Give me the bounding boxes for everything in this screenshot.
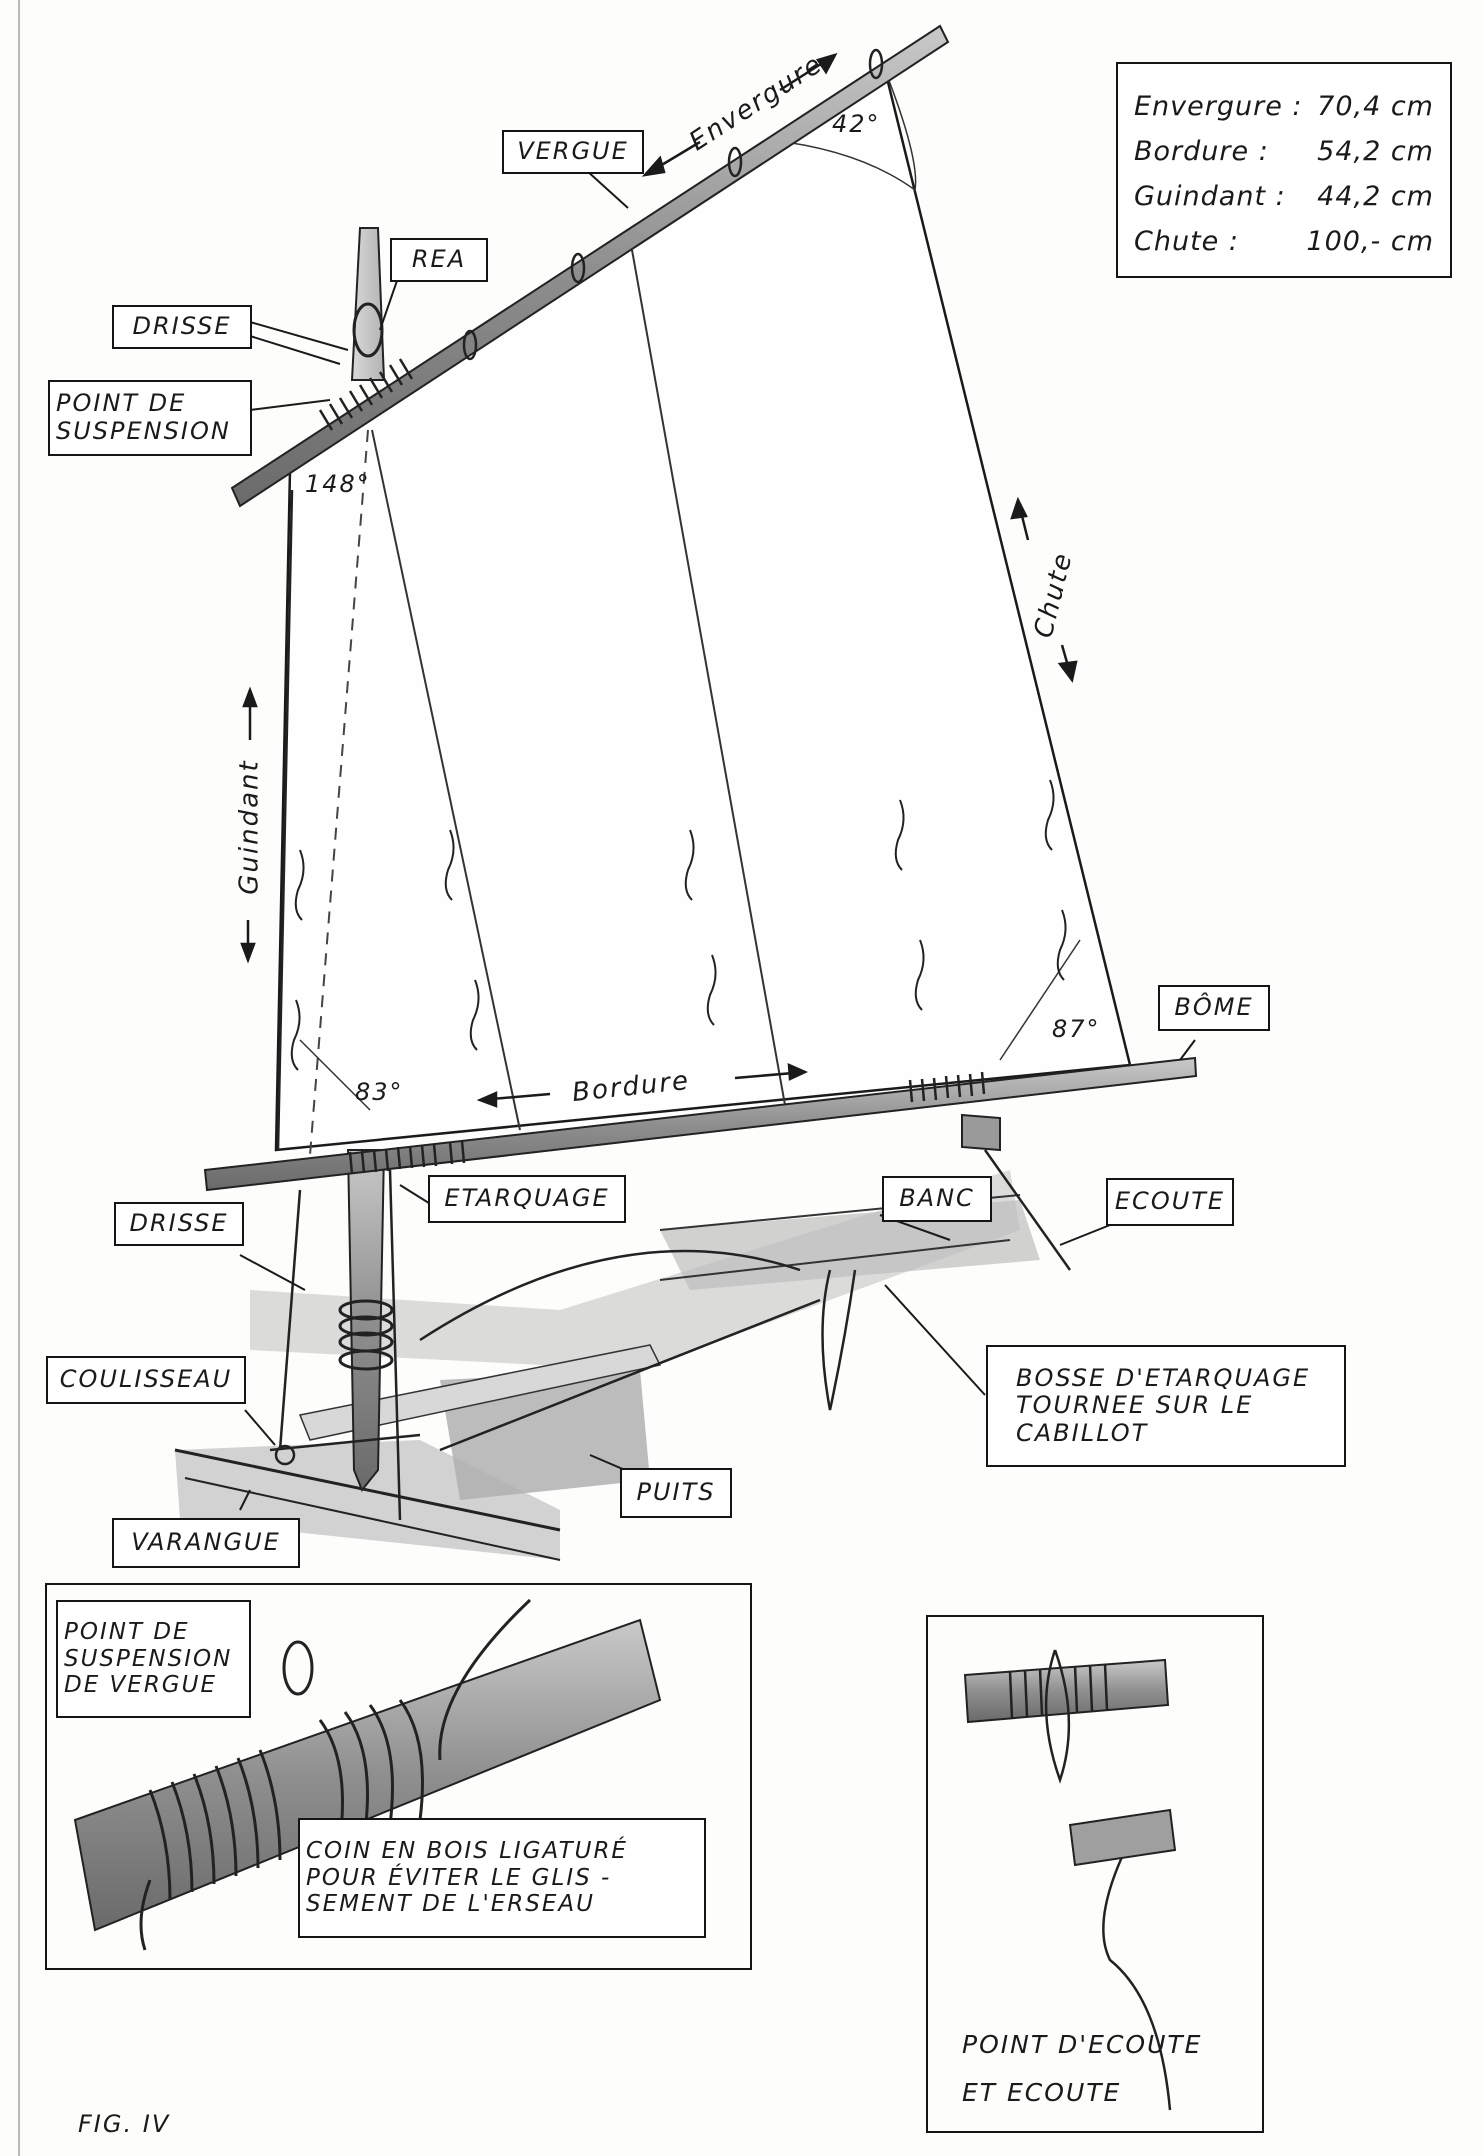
caption-point-ecoute: POINT D'ECOUTE: [962, 2030, 1203, 2059]
label-line: SUSPENSION: [64, 1645, 233, 1672]
angle-clew: 87°: [1052, 1015, 1101, 1043]
label-line: CABILLOT: [1016, 1418, 1149, 1447]
label-drisse-bottom: DRISSE: [114, 1202, 244, 1246]
inset-left-drawing: [73, 1598, 662, 1951]
spec-label: Envergure :: [1134, 91, 1303, 122]
label-line: POINT DE: [64, 1619, 190, 1646]
label-inset-coin-bois: COIN EN BOIS LIGATURÉ POUR ÉVITER LE GLI…: [298, 1818, 706, 1938]
label-line: TOURNEE SUR LE: [1016, 1391, 1254, 1420]
spec-box: Envergure : 70,4 cm Bordure : 54,2 cm Gu…: [1116, 62, 1452, 278]
label-line: SUSPENSION: [56, 417, 231, 445]
spec-label: Bordure :: [1134, 136, 1269, 167]
label-puits: PUITS: [620, 1468, 732, 1518]
spec-label: Guindant :: [1134, 181, 1286, 212]
label-line: SEMENT DE L'ERSEAU: [306, 1891, 595, 1918]
hull-structure: [174, 1170, 1040, 1561]
dimension-arrows: [240, 52, 1078, 1108]
label-line: BOSSE D'ETARQUAGE: [1016, 1363, 1311, 1392]
angle-tack: 83°: [355, 1078, 404, 1106]
yard-spar: [230, 24, 950, 508]
dim-guindant: Guindant: [234, 759, 265, 895]
label-etarquage: ETARQUAGE: [428, 1175, 626, 1223]
label-line: DE VERGUE: [64, 1672, 217, 1699]
spec-label: Chute :: [1134, 226, 1239, 257]
label-bome: BÔME: [1158, 985, 1270, 1031]
spec-value: 100,- cm: [1306, 226, 1434, 257]
inset-panel-yard-suspension: [45, 1583, 752, 1970]
boom-spar: [203, 1056, 1198, 1271]
label-varangue: VARANGUE: [112, 1518, 300, 1568]
spec-value: 44,2 cm: [1317, 181, 1434, 212]
label-vergue: VERGUE: [502, 130, 644, 174]
spec-value: 70,4 cm: [1317, 91, 1434, 122]
spec-row-chute: Chute : 100,- cm: [1134, 219, 1434, 264]
caption-et-ecoute: ET ECOUTE: [962, 2078, 1122, 2107]
label-line: COIN EN BOIS LIGATURÉ: [306, 1838, 628, 1865]
spec-value: 54,2 cm: [1317, 136, 1434, 167]
label-bosse-etarquage: BOSSE D'ETARQUAGE TOURNEE SUR LE CABILLO…: [986, 1345, 1346, 1467]
page-margin-line: [18, 0, 20, 2156]
label-ecoute: ECOUTE: [1106, 1178, 1234, 1226]
rigging-lines: [269, 489, 857, 1521]
inset-right-drawing: [963, 1649, 1177, 2111]
label-line: POINT DE: [56, 389, 187, 418]
label-coulisseau: COULISSEAU: [46, 1356, 246, 1404]
angle-peak: 42°: [832, 110, 881, 138]
label-inset-suspension-vergue: POINT DE SUSPENSION DE VERGUE: [56, 1600, 251, 1718]
spec-row-envergure: Envergure : 70,4 cm: [1134, 84, 1434, 129]
figure-number: FIG. IV: [78, 2110, 171, 2138]
label-line: POUR ÉVITER LE GLIS -: [306, 1864, 612, 1891]
spec-row-guindant: Guindant : 44,2 cm: [1134, 174, 1434, 219]
spec-row-bordure: Bordure : 54,2 cm: [1134, 129, 1434, 174]
inset-panel-clew: [926, 1615, 1264, 2133]
sail: [274, 67, 1132, 1156]
angle-throat: 148°: [305, 470, 371, 498]
label-point-suspension: POINT DE SUSPENSION: [48, 380, 252, 456]
label-rea: REA: [390, 238, 488, 282]
label-drisse-top: DRISSE: [112, 305, 252, 349]
label-banc: BANC: [882, 1176, 992, 1222]
